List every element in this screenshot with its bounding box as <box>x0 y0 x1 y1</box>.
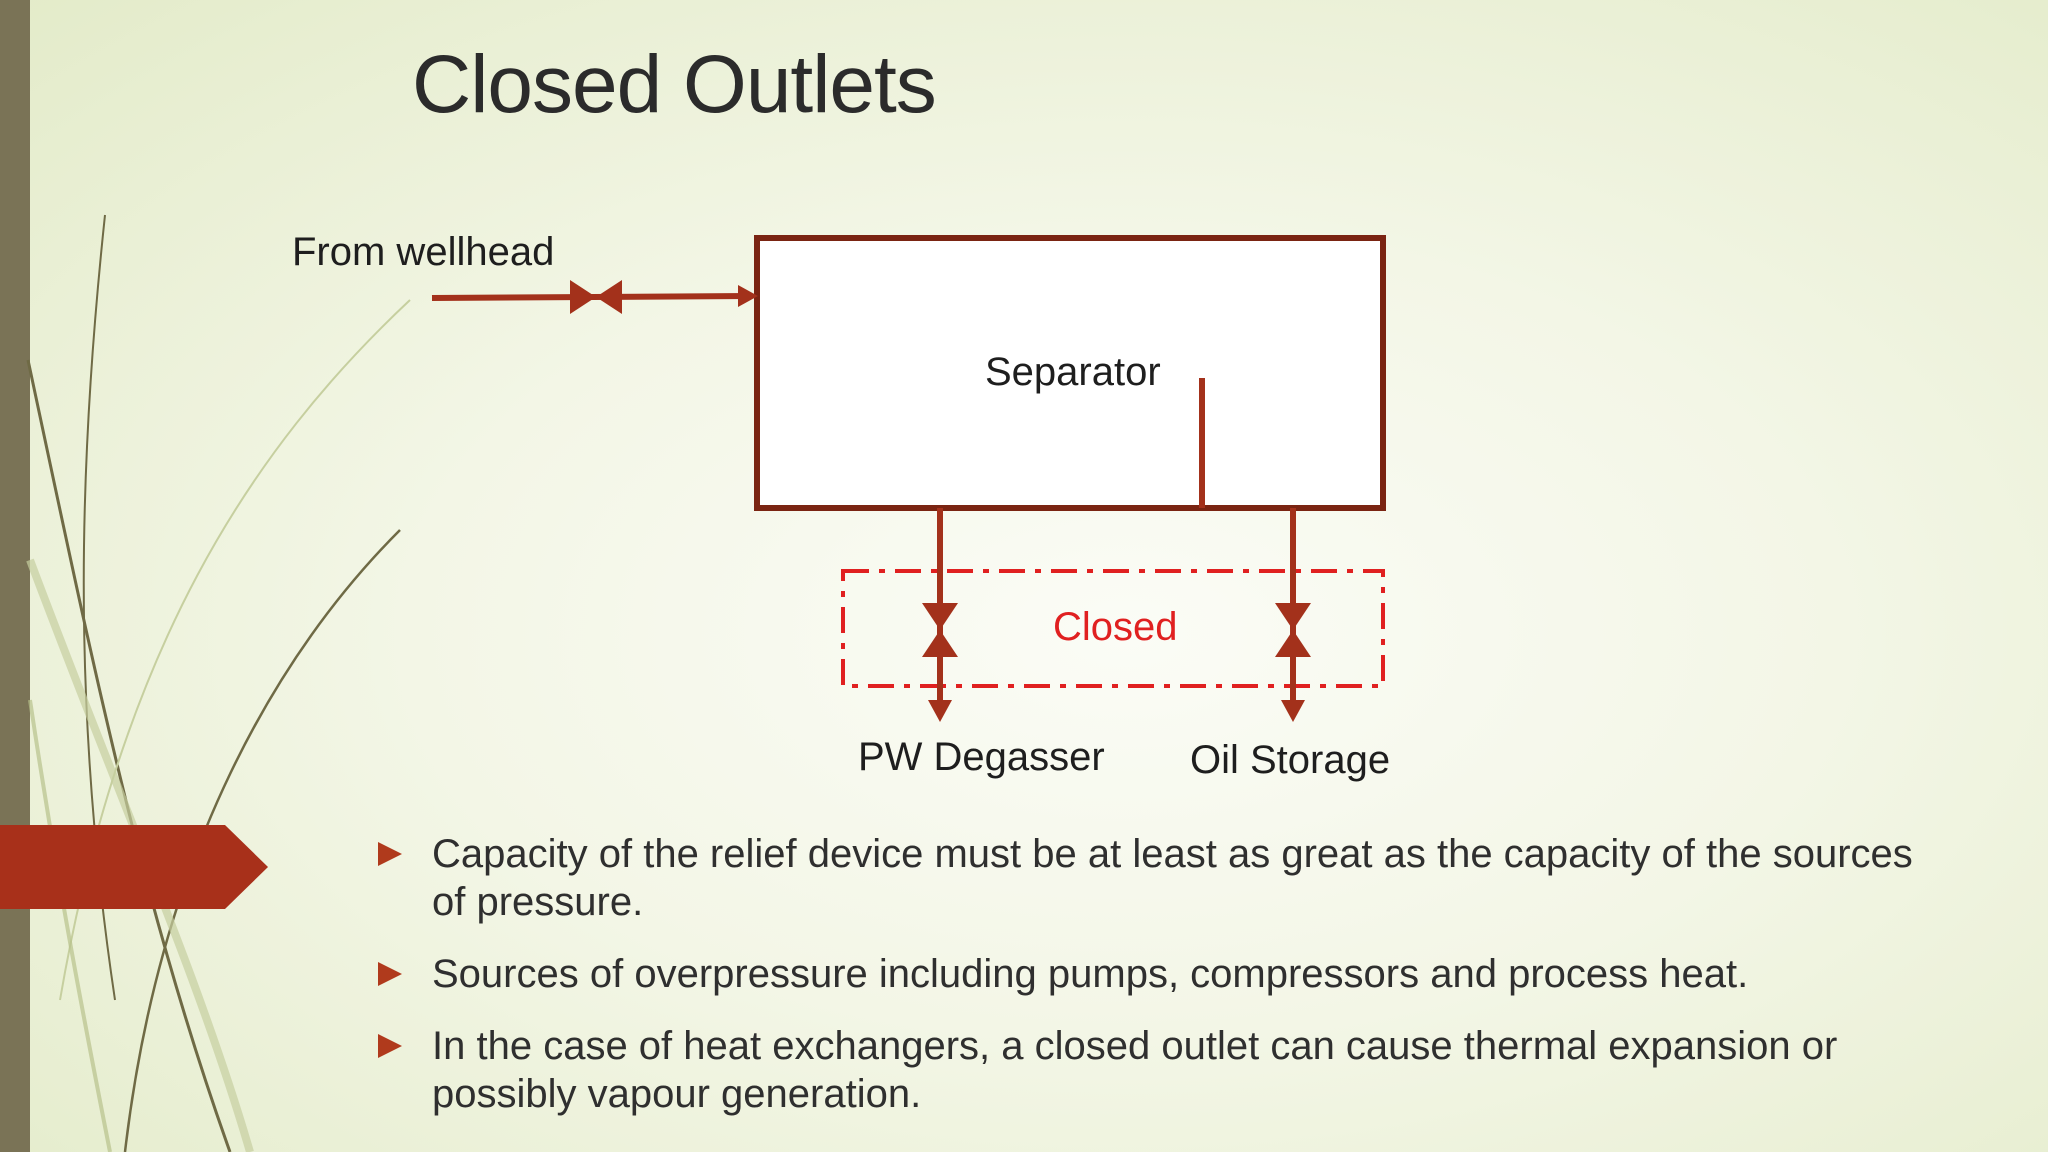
accent-ribbon <box>0 825 268 909</box>
closed-label: Closed <box>1053 605 1178 649</box>
bullet-text: In the case of heat exchangers, a closed… <box>432 1024 1838 1116</box>
bullet-arrow-icon <box>378 1034 402 1058</box>
inlet-valve-icon <box>570 280 622 314</box>
closed-boundary <box>841 569 1385 688</box>
pw-outlet-arrow <box>928 700 952 722</box>
bullet-item: Sources of overpressure including pumps,… <box>378 950 1918 998</box>
bullet-item: In the case of heat exchangers, a closed… <box>378 1022 1918 1118</box>
inlet-arrow <box>738 285 758 307</box>
bullet-list: Capacity of the relief device must be at… <box>378 830 1918 1142</box>
oil-storage-label: Oil Storage <box>1190 738 1391 782</box>
inlet-label: From wellhead <box>292 230 555 274</box>
bullet-item: Capacity of the relief device must be at… <box>378 830 1918 926</box>
pw-degasser-label: PW Degasser <box>858 735 1105 779</box>
decorative-grass-strokes <box>26 214 411 1152</box>
slide-title: Closed Outlets <box>412 39 937 130</box>
oil-outlet-valve-icon <box>1275 603 1311 657</box>
bullet-text: Capacity of the relief device must be at… <box>432 832 1913 924</box>
bullet-arrow-icon <box>378 962 402 986</box>
pw-outlet-valve-icon <box>922 603 958 657</box>
bullet-text: Sources of overpressure including pumps,… <box>432 952 1749 996</box>
separator-label: Separator <box>985 350 1161 394</box>
side-accent-bar <box>0 0 30 1152</box>
bullet-arrow-icon <box>378 842 402 866</box>
separator-vessel <box>754 235 1386 511</box>
oil-outlet-arrow <box>1281 700 1305 722</box>
